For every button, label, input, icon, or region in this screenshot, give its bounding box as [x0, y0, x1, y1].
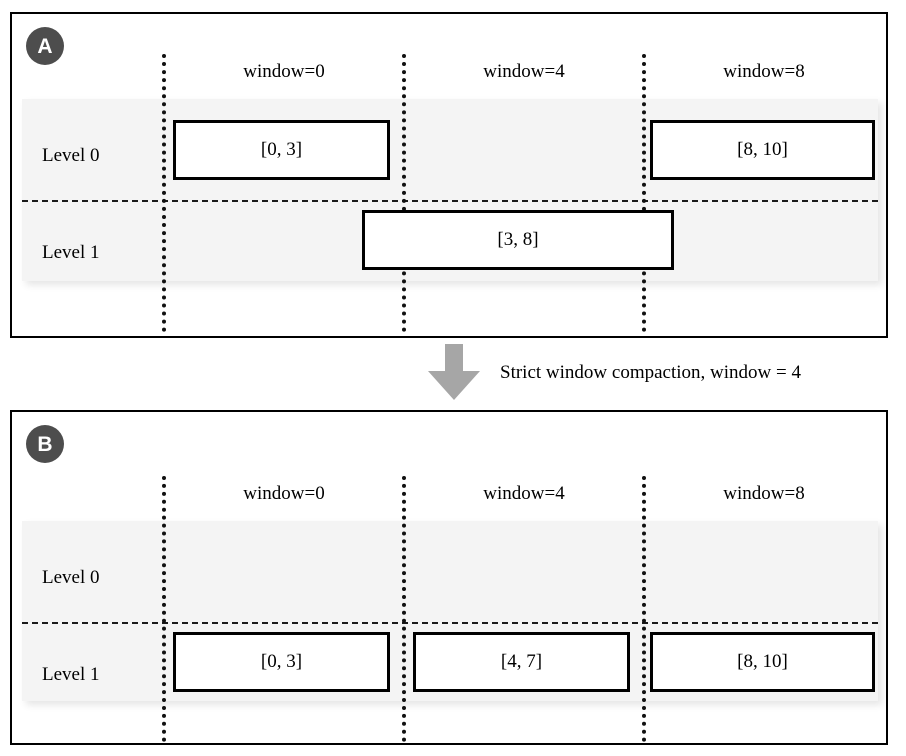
panel-a-window-boundary-1 [402, 54, 406, 332]
panel-b-window-boundary-2 [642, 476, 646, 742]
interval-box[interactable]: [3, 8] [362, 210, 674, 270]
panel-b-window-header-0: window=0 [243, 483, 325, 504]
panel-a-window-boundary-0 [162, 54, 166, 332]
transition-caption: Strict window compaction, window = 4 [500, 362, 801, 383]
panel-b-window-header-2: window=8 [723, 483, 805, 504]
panel-b-window-boundary-0 [162, 476, 166, 742]
panel-a-badge: A [26, 27, 64, 65]
panel-b-level-label-1: Level 1 [42, 664, 100, 685]
panel-b-window-boundary-1 [402, 476, 406, 742]
panel-b-window-header-1: window=4 [483, 483, 565, 504]
interval-box[interactable]: [8, 10] [650, 632, 875, 692]
panel-a-window-header-2: window=8 [723, 61, 805, 82]
panel-a-level-label-0: Level 0 [42, 145, 100, 166]
panel-b-badge: B [26, 425, 64, 463]
panel-a-window-header-1: window=4 [483, 61, 565, 82]
interval-box[interactable]: [4, 7] [413, 632, 630, 692]
panel-b: B window=0 window=4 window=8 Level 0 Lev… [10, 410, 888, 745]
interval-box[interactable]: [0, 3] [173, 632, 390, 692]
panel-a-level-divider [22, 200, 878, 202]
interval-box[interactable]: [0, 3] [173, 120, 390, 180]
panel-a-level-label-1: Level 1 [42, 242, 100, 263]
panel-b-level-label-0: Level 0 [42, 567, 100, 588]
interval-box[interactable]: [8, 10] [650, 120, 875, 180]
panel-a-window-header-0: window=0 [243, 61, 325, 82]
panel-a-window-boundary-2 [642, 54, 646, 332]
arrow-down-icon [428, 344, 480, 400]
transition-group: Strict window compaction, window = 4 [0, 340, 906, 408]
panel-a: A window=0 window=4 window=8 Level 0 Lev… [10, 12, 888, 338]
panel-b-level-divider [22, 622, 878, 624]
